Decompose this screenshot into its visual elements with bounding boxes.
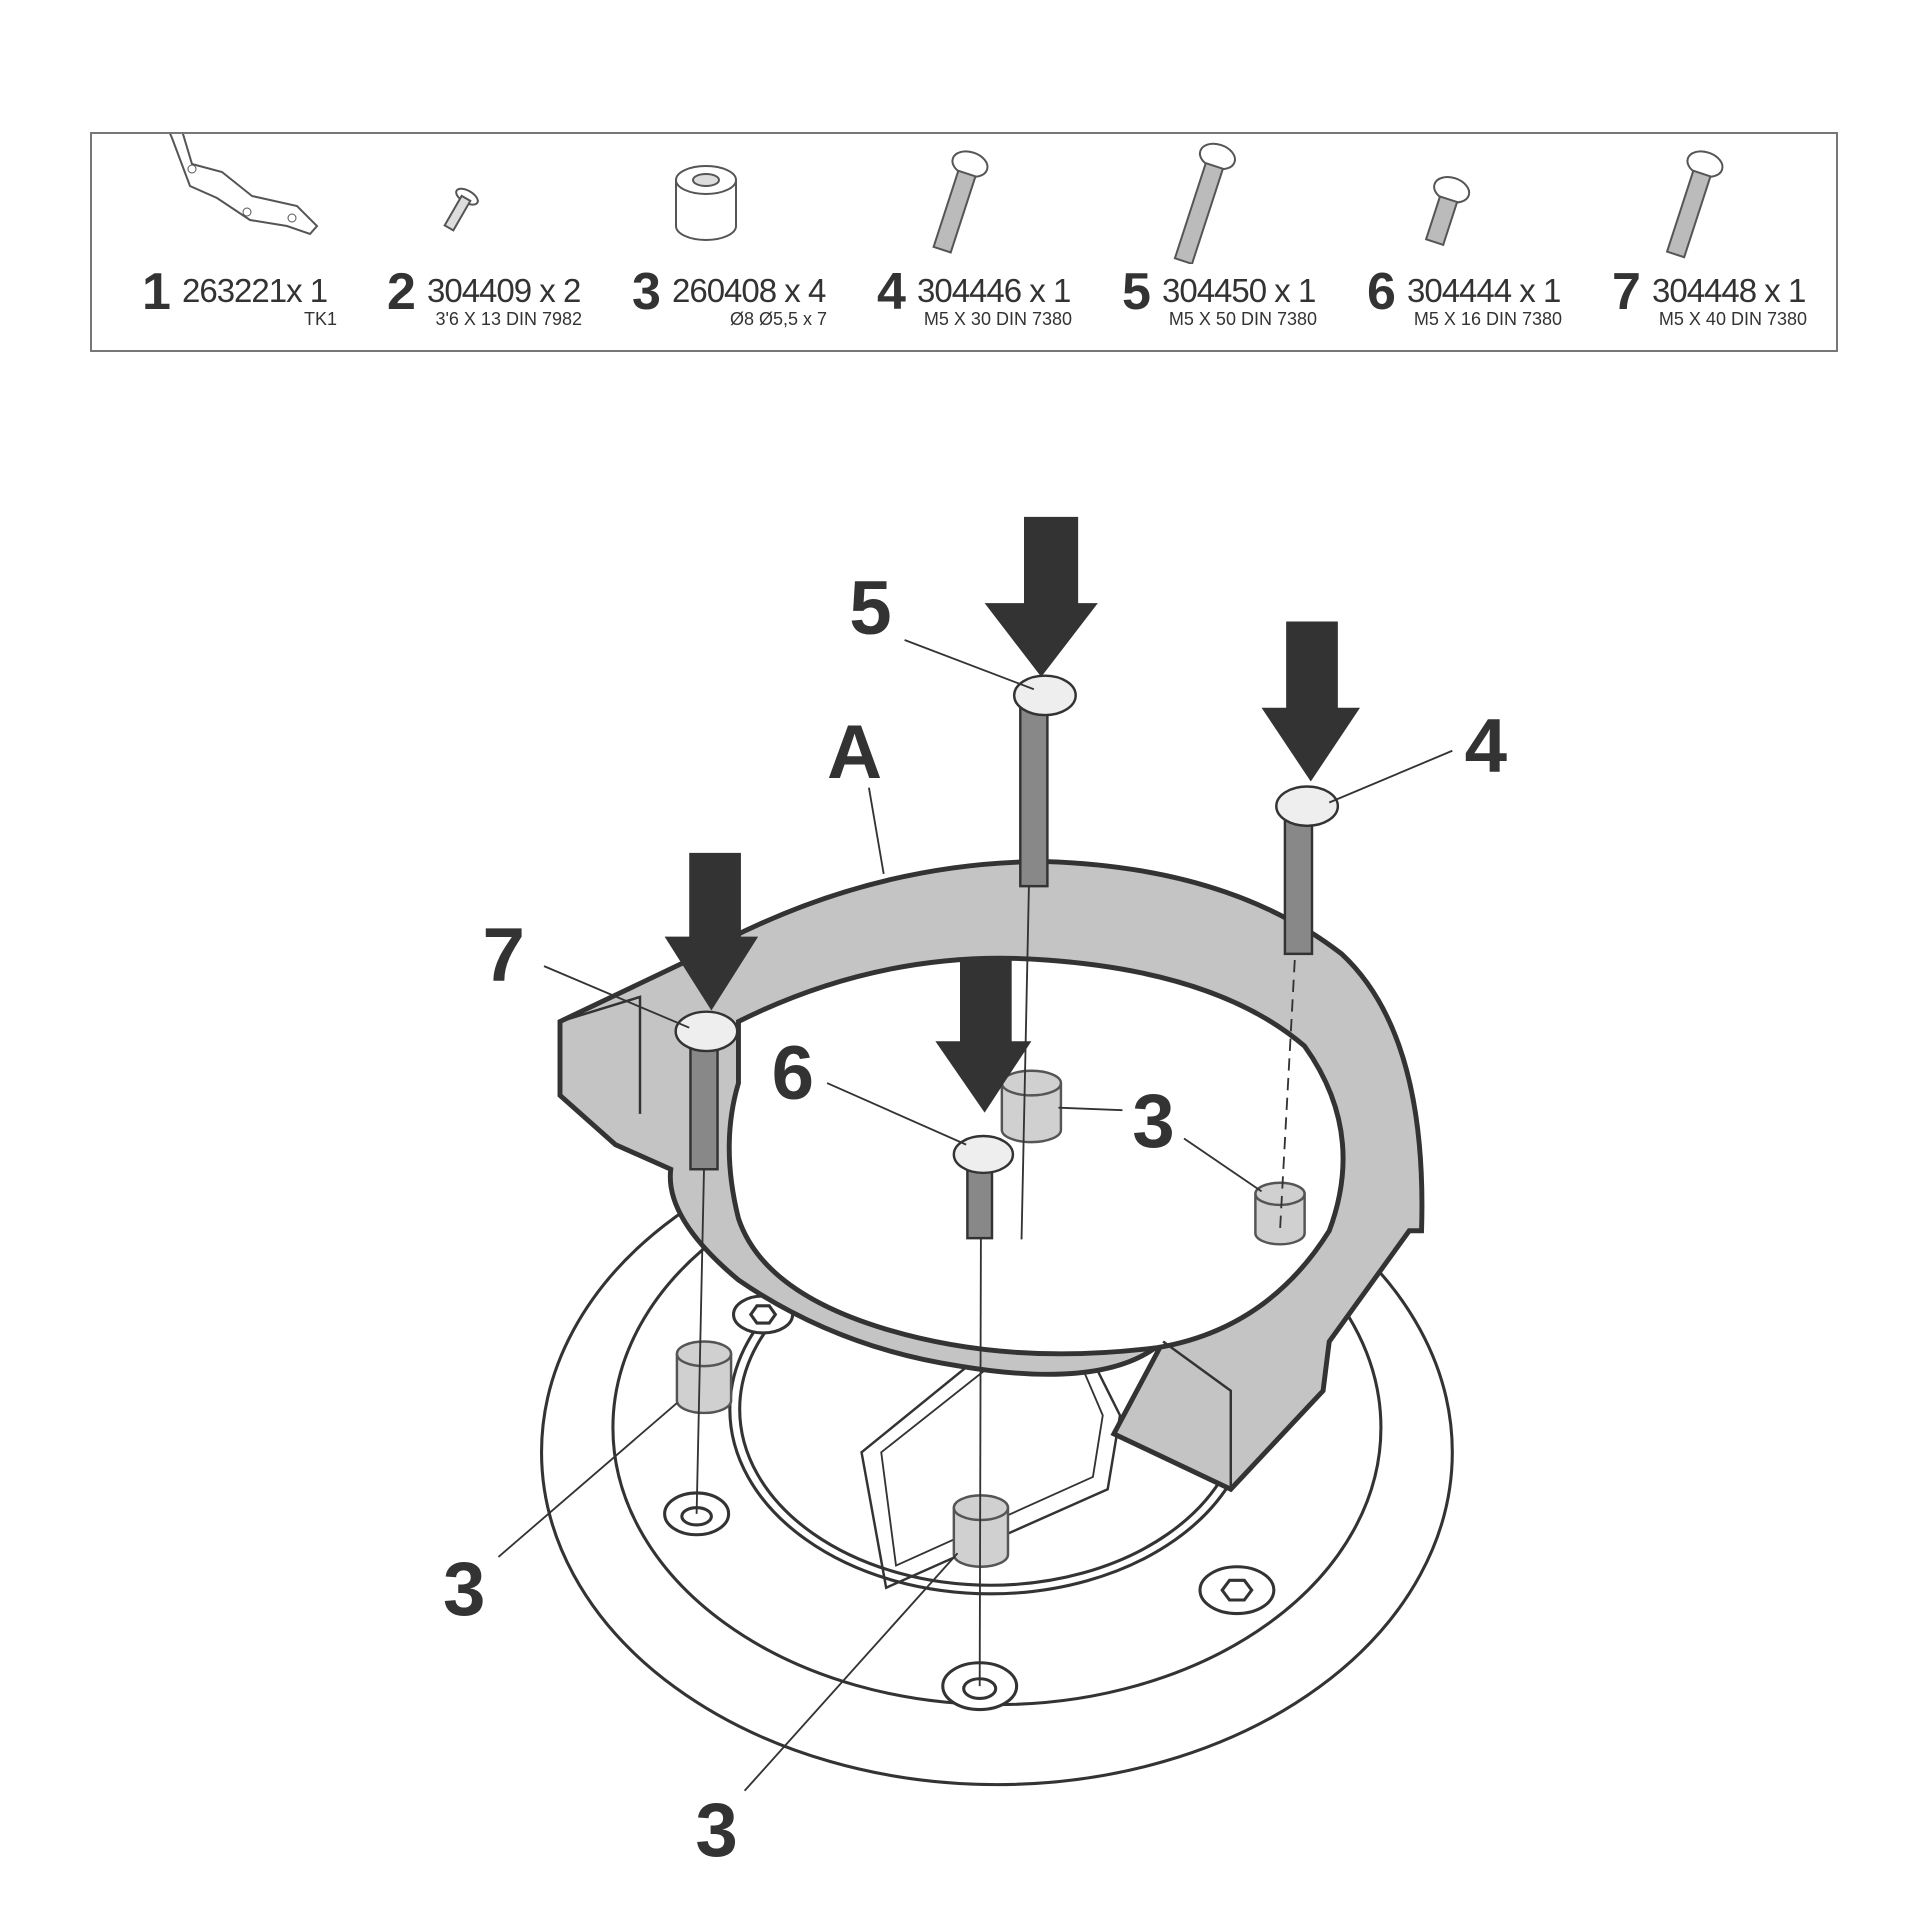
part-spec: M5 X 50 DIN 7380 — [1168, 309, 1317, 329]
arrow-down-icon — [984, 516, 1098, 677]
part-item-5: 5 304450 x 1 M5 X 50 DIN 7380 — [1072, 134, 1317, 350]
arrow-down-icon — [935, 957, 1032, 1113]
part-spec: M5 X 40 DIN 7380 — [1658, 309, 1807, 329]
part-code: 263221x 1 — [182, 272, 328, 309]
parts-list: 1 263221x 1 TK1 2 304409 x 2 3'6 X 13 DI… — [90, 132, 1838, 352]
part-code: 304448 x 1 — [1652, 272, 1806, 309]
spacer-right — [1254, 1181, 1306, 1246]
plate-bracket-icon — [169, 134, 319, 236]
part-number: 3 — [632, 263, 661, 321]
bolt-icon — [1173, 142, 1236, 264]
part-number: 4 — [877, 263, 906, 321]
bolt-icon — [932, 150, 989, 254]
part-code: 304446 x 1 — [917, 272, 1071, 309]
spacer-icon — [675, 165, 737, 241]
arrow-down-icon — [664, 852, 759, 1011]
callout-bolt-4: 4 — [1465, 704, 1508, 789]
part-code: 304450 x 1 — [1162, 272, 1316, 309]
part-code: 304444 x 1 — [1407, 272, 1561, 309]
part-code: 304409 x 2 — [427, 272, 581, 309]
spacer-right-rear — [1000, 1069, 1063, 1144]
part-item-6: 6 304444 x 1 M5 X 16 DIN 7380 — [1317, 134, 1562, 350]
callout-spacer-bottom: 3 — [695, 1788, 737, 1873]
bolt-5 — [1012, 674, 1077, 888]
part-number: 7 — [1612, 263, 1641, 321]
part-item-1: 1 263221x 1 TK1 — [92, 134, 337, 350]
bolt-6 — [952, 1134, 1015, 1240]
bolt-icon — [1665, 150, 1724, 259]
part-spec: Ø8 Ø5,5 x 7 — [729, 309, 827, 329]
self-tapping-screw-icon — [443, 187, 479, 232]
part-spec: M5 X 16 DIN 7380 — [1413, 309, 1562, 329]
bolt-7 — [674, 1010, 739, 1171]
callout-bolt-6: 6 — [772, 1031, 814, 1116]
callout-spacer-left: 3 — [443, 1547, 485, 1632]
part-item-4: 4 304446 x 1 M5 X 30 DIN 7380 — [827, 134, 1072, 350]
bolts — [674, 674, 1340, 1240]
direction-arrows — [664, 516, 1360, 1113]
part-spec: 3'6 X 13 DIN 7982 — [435, 309, 582, 329]
bolt-icon — [1424, 176, 1471, 247]
part-item-7: 7 304448 x 1 M5 X 40 DIN 7380 — [1562, 134, 1807, 350]
part-code: 260408 x 4 — [672, 272, 826, 309]
spacer-left — [675, 1340, 733, 1415]
leader-lines — [497, 639, 1453, 1792]
callout-bracket-a: A — [827, 710, 882, 795]
part-item-3: 3 260408 x 4 Ø8 Ø5,5 x 7 — [582, 134, 827, 350]
callout-spacer-right: 3 — [1132, 1079, 1174, 1164]
callout-bolt-7: 7 — [482, 913, 524, 998]
part-number: 1 — [142, 263, 171, 321]
part-item-2: 2 304409 x 2 3'6 X 13 DIN 7982 — [337, 134, 582, 350]
part-number: 5 — [1122, 263, 1151, 321]
part-number: 2 — [387, 263, 416, 321]
guide-lines — [695, 886, 1296, 1687]
part-spec: M5 X 30 DIN 7380 — [923, 309, 1072, 329]
bolt-4 — [1275, 785, 1340, 956]
arrow-down-icon — [1261, 621, 1360, 782]
callout-bolt-5: 5 — [849, 566, 891, 651]
part-spec: TK1 — [303, 309, 337, 329]
part-number: 6 — [1367, 263, 1396, 321]
